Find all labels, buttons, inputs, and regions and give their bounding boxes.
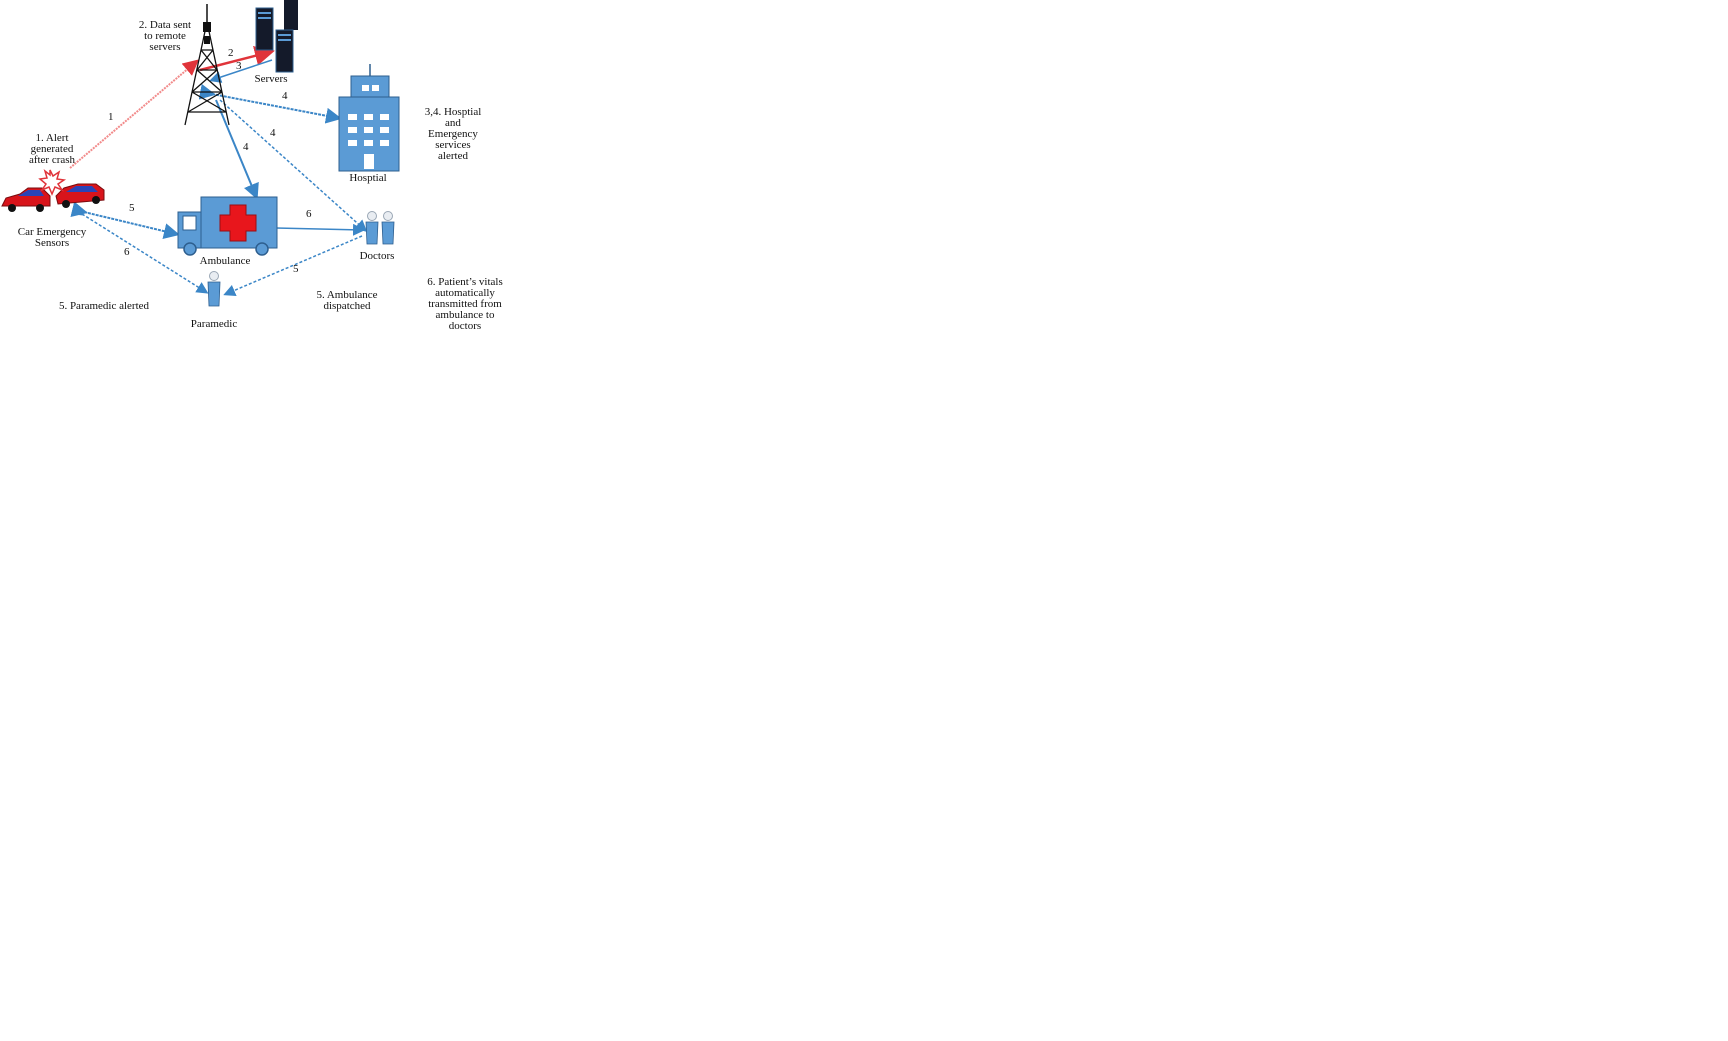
- link-label-4c: 4: [243, 141, 249, 153]
- hospital-icon: [338, 64, 400, 172]
- link-4-tower-to-ambulance: [215, 99, 259, 200]
- doctors-icon: [365, 211, 395, 245]
- hospital-label: Hosptial: [349, 172, 386, 184]
- link-label-4b: 4: [270, 127, 276, 139]
- cell-tower-icon: [184, 4, 230, 126]
- ambulance-label: Ambulance: [200, 255, 251, 267]
- link-label-4a: 4: [282, 90, 288, 102]
- ambulance-icon: [177, 196, 278, 256]
- link-5-car-to-ambulance: [70, 201, 180, 239]
- link-label-2: 2: [228, 47, 234, 59]
- link-6-ambulance-to-doctors: [275, 223, 365, 236]
- doctors-label: Doctors: [360, 250, 395, 262]
- link-label-5b: 5: [293, 263, 299, 275]
- link-label-3: 3: [236, 60, 242, 72]
- servers-label: Servers: [255, 73, 288, 85]
- caption-step5a: 5. Paramedic alerted: [59, 300, 150, 312]
- servers-icon: [255, 0, 298, 73]
- link-6-car-to-paramedic: [71, 204, 209, 294]
- link-3-servers-to-tower: [209, 59, 273, 83]
- paramedic-label: Paramedic: [191, 318, 238, 330]
- car-icon: [1, 183, 105, 212]
- link-label-5a: 5: [129, 202, 135, 214]
- crash-burst-icon: [38, 168, 67, 196]
- link-4-tower-to-hospital: [198, 83, 342, 124]
- link-label-6a: 6: [306, 208, 312, 220]
- links: [69, 46, 368, 296]
- link-label-1: 1: [108, 111, 114, 123]
- link-4-tower-to-doctors: [219, 99, 368, 233]
- link-label-6b: 6: [124, 246, 130, 258]
- link-1-car-to-tower: [69, 59, 200, 169]
- paramedic-icon: [207, 271, 221, 307]
- link-2-tower-to-servers: [199, 46, 275, 72]
